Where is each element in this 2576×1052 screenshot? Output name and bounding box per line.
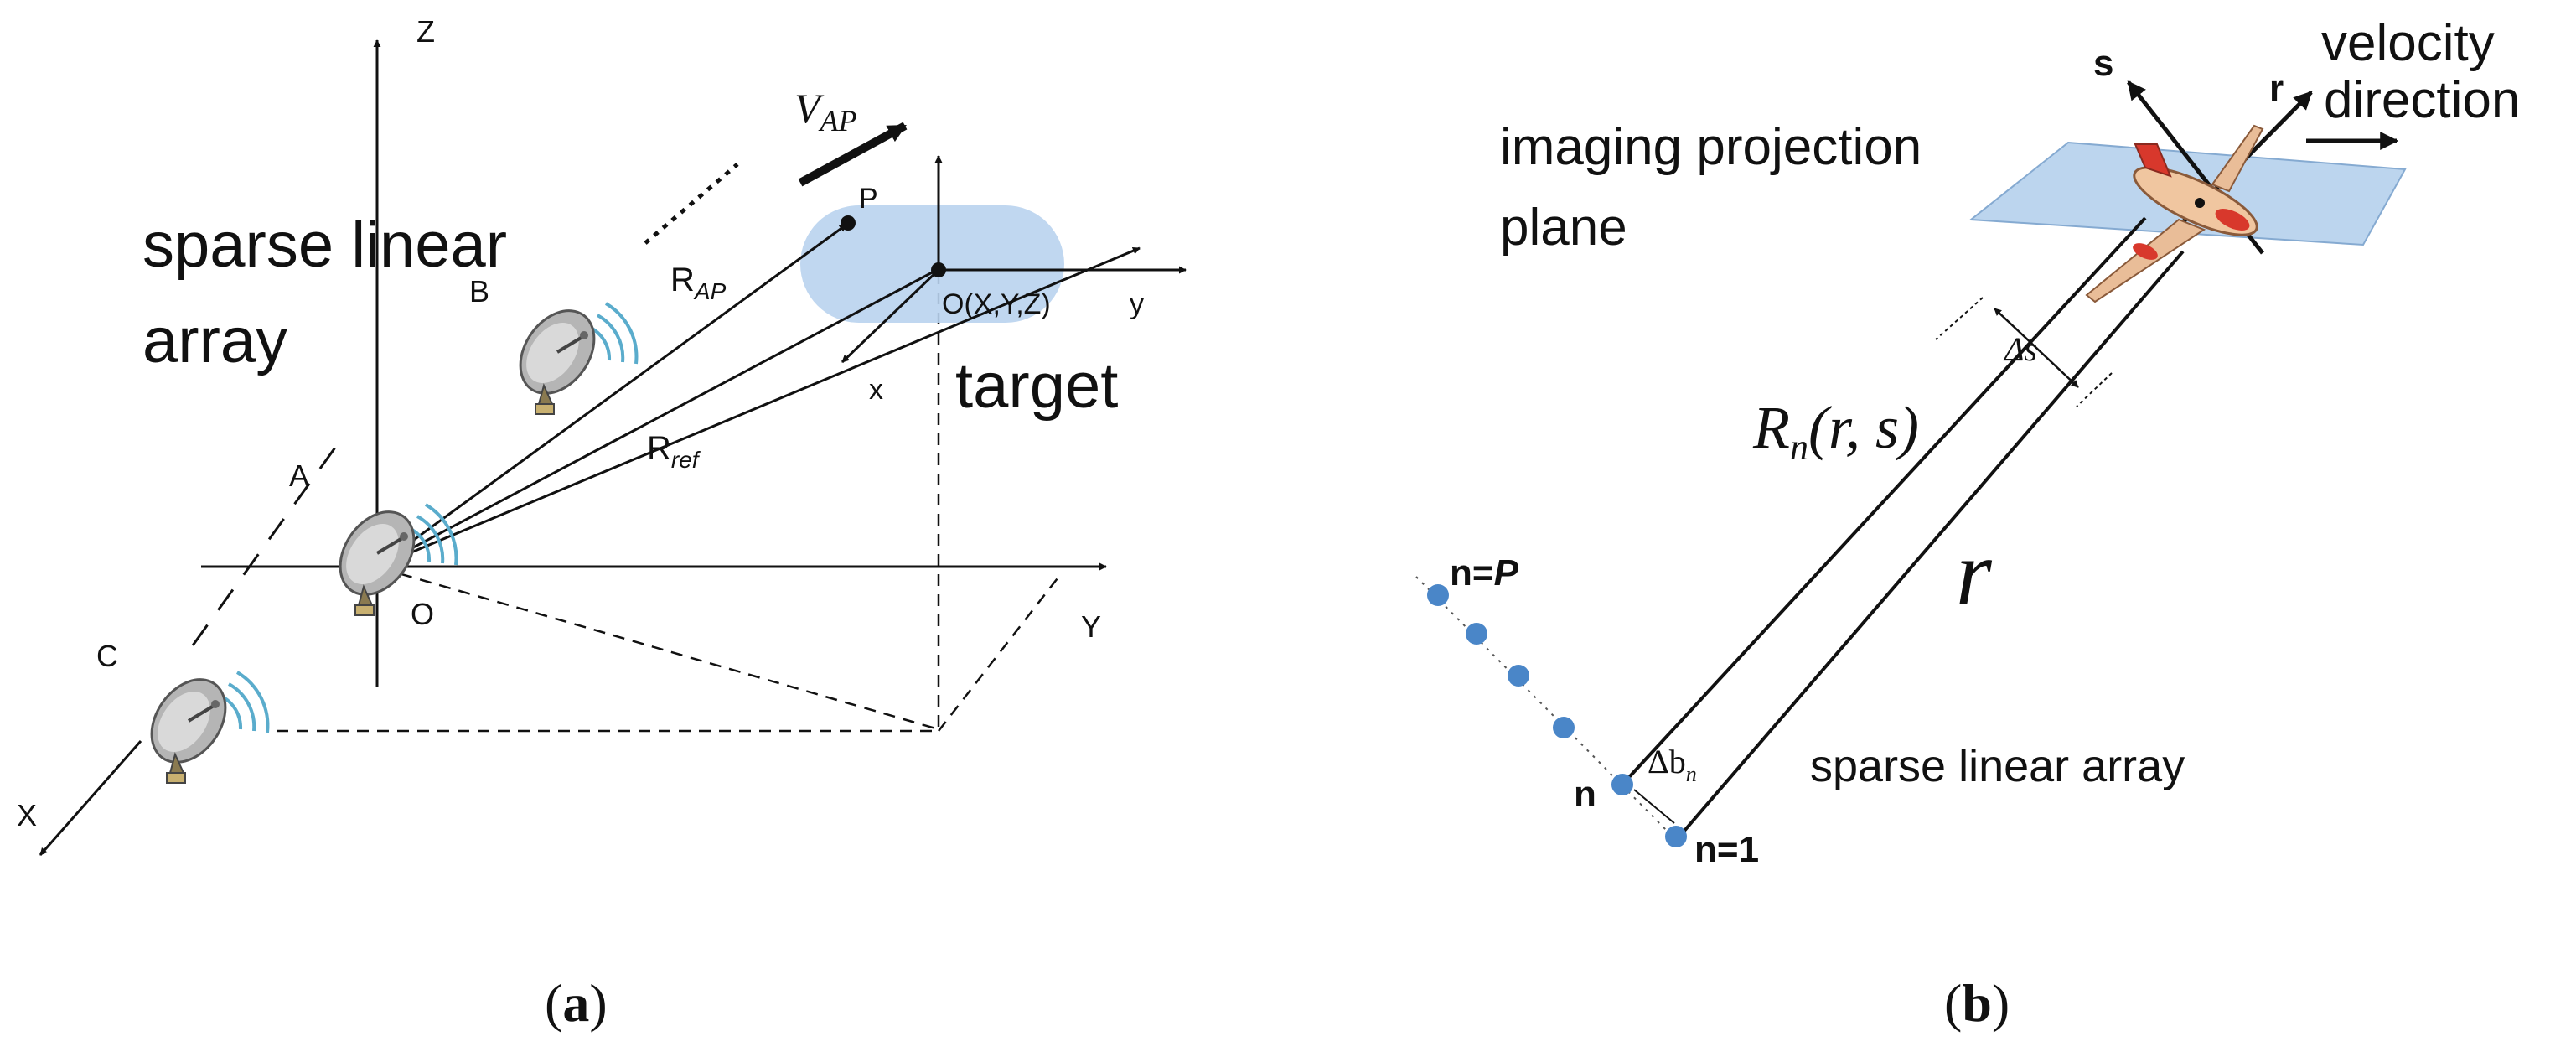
velocity-arrow (798, 122, 908, 187)
r-label: r (1956, 521, 1993, 624)
array-element-dot (1553, 717, 1575, 738)
array-line (191, 435, 345, 646)
projection-line-4 (938, 574, 1061, 732)
origin-label: O (411, 597, 434, 631)
range-ref-label: Rref (647, 430, 701, 473)
antenna-b-icon (503, 294, 639, 416)
antenna-a-icon (323, 495, 458, 617)
array-element-1-dot (1665, 826, 1687, 847)
delta-s-tick-2 (2076, 372, 2113, 407)
aircraft-icon (2085, 124, 2264, 303)
target-origin-marker (931, 262, 946, 277)
range-line-1 (1678, 250, 2185, 838)
sparse-array-label-line2: array (142, 305, 287, 376)
axis-s-label: s (2093, 43, 2113, 84)
antenna-c-icon (134, 663, 270, 785)
array-element-dot (1508, 665, 1529, 687)
local-y-label: y (1130, 288, 1144, 320)
point-p-label: P (859, 183, 878, 215)
range-ap-line (376, 223, 847, 568)
range-ap-label: RAP (670, 262, 727, 304)
velocity-label-line1: velocity (2321, 14, 2495, 72)
delta-s-tick-1 (1935, 297, 1984, 340)
n-1-label: n=1 (1694, 829, 1759, 870)
n-label: n (1574, 774, 1596, 815)
point-p-marker (841, 215, 856, 231)
array-element-n-dot (1611, 774, 1633, 795)
los-line (376, 246, 1141, 568)
node-c-label: C (96, 639, 118, 673)
plane-label-line2: plane (1500, 199, 1627, 257)
axis-r-label: r (2269, 68, 2284, 109)
panel-a: Z Y X O A B C sparse linear array VAP P … (17, 14, 1187, 1033)
x-axis (39, 740, 142, 856)
axis-x-label: X (17, 798, 37, 832)
target-origin-label: O(X,Y,Z) (942, 288, 1051, 320)
velocity-label-line2: direction (2324, 71, 2520, 129)
array-extension (644, 163, 739, 245)
sparse-array-label-b: sparse linear array (1810, 741, 2185, 791)
plane-label-line1: imaging projection (1500, 118, 1922, 176)
axis-z-label: Z (416, 14, 435, 49)
local-x-axis (841, 268, 940, 364)
panel-a-caption: (a) (545, 973, 608, 1033)
axis-y-label: Y (1081, 609, 1101, 644)
array-element-dot (1427, 584, 1449, 606)
range-ref-line (376, 268, 938, 568)
range-line-n (1619, 216, 2147, 788)
delta-b-label: Δbn (1648, 743, 1697, 786)
range-rn-label: Rn(r, s) (1752, 394, 1919, 468)
n-p-label: n=P (1450, 552, 1519, 593)
node-b-label: B (469, 274, 489, 308)
local-x-label: x (869, 374, 883, 406)
velocity-label: VAP (794, 85, 857, 137)
delta-s-label: Δs (2003, 330, 2037, 368)
target-label: target (955, 350, 1118, 422)
sparse-array-label-line1: sparse linear (142, 210, 507, 281)
projection-line-1 (380, 567, 939, 731)
target-region (800, 205, 1064, 323)
panel-b-caption: (b) (1944, 973, 2010, 1033)
delta-b-connector (1633, 789, 1675, 824)
delta-s-arrow (1994, 308, 2079, 388)
node-a-label: A (289, 459, 309, 493)
array-element-dot (1466, 623, 1487, 645)
panel-b: imaging projection plane velocity direct… (1415, 14, 2520, 1033)
array-dotted-line (1415, 576, 1675, 839)
